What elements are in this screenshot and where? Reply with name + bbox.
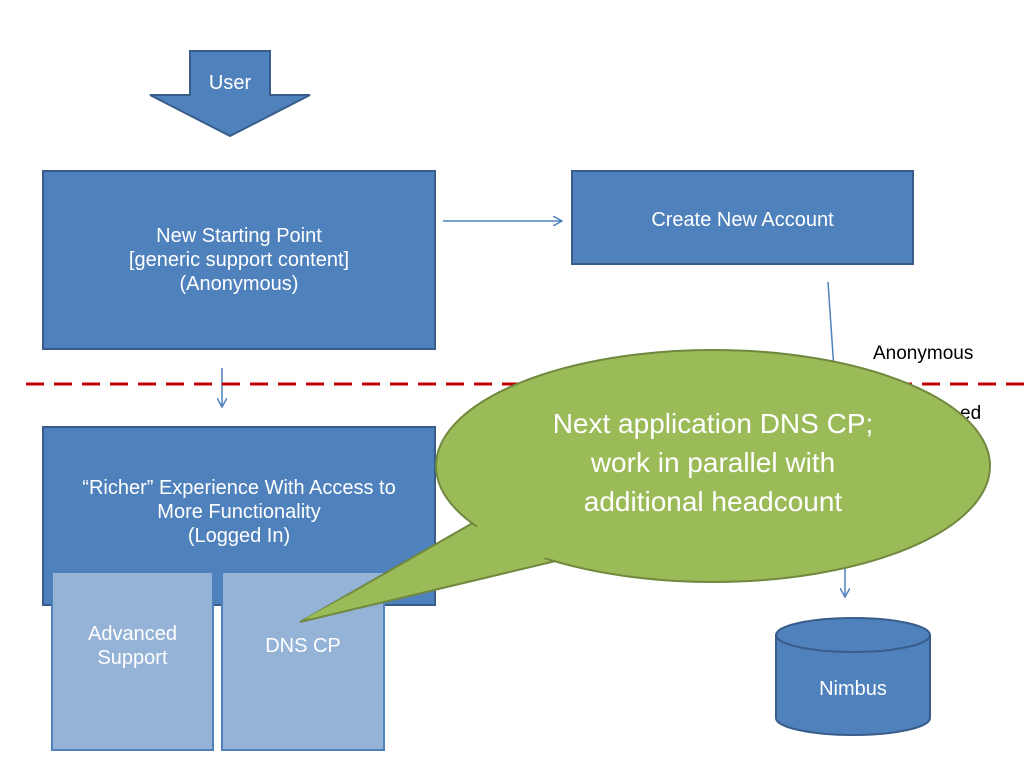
- nimbus-database: [775, 617, 931, 736]
- new-starting-point-box: New Starting Point [generic support cont…: [42, 170, 436, 350]
- advanced-support-box: Advanced Support: [51, 571, 214, 751]
- connector-from-create-account: [827, 281, 835, 371]
- nimbus-label: Nimbus: [819, 678, 887, 700]
- callout-bubble: [299, 349, 991, 623]
- callout-text: Next application DNS CP; work in paralle…: [552, 408, 874, 518]
- user-arrow-label: User: [208, 72, 252, 94]
- user-arrow: [149, 50, 311, 138]
- zone-label-anonymous: Anonymous: [873, 343, 974, 364]
- create-new-account-box: Create New Account: [571, 170, 914, 265]
